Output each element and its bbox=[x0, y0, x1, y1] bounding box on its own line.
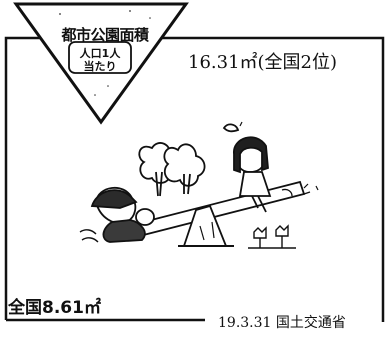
city-park-area-value: 16.31㎡(全国2位) bbox=[188, 52, 338, 73]
motion-marks bbox=[239, 121, 319, 195]
frame bbox=[4, 36, 385, 322]
badge-speckles bbox=[59, 10, 151, 96]
badge-subtitle-line2: 当たり bbox=[83, 60, 117, 73]
boy-icon bbox=[79, 187, 155, 243]
source-note: 19.3.31 国土交通省 bbox=[218, 315, 346, 331]
flower-icon bbox=[248, 224, 296, 249]
badge-subtitle-box bbox=[68, 41, 132, 74]
national-park-area-value: 全国8.61㎡ bbox=[8, 298, 101, 318]
badge-title: 都市公園面積 bbox=[61, 26, 149, 44]
badge-triangle bbox=[13, 2, 189, 125]
girl-icon bbox=[222, 123, 293, 213]
badge-subtitle-line1: 人口1人 bbox=[79, 47, 121, 60]
tree-icon bbox=[138, 142, 206, 197]
